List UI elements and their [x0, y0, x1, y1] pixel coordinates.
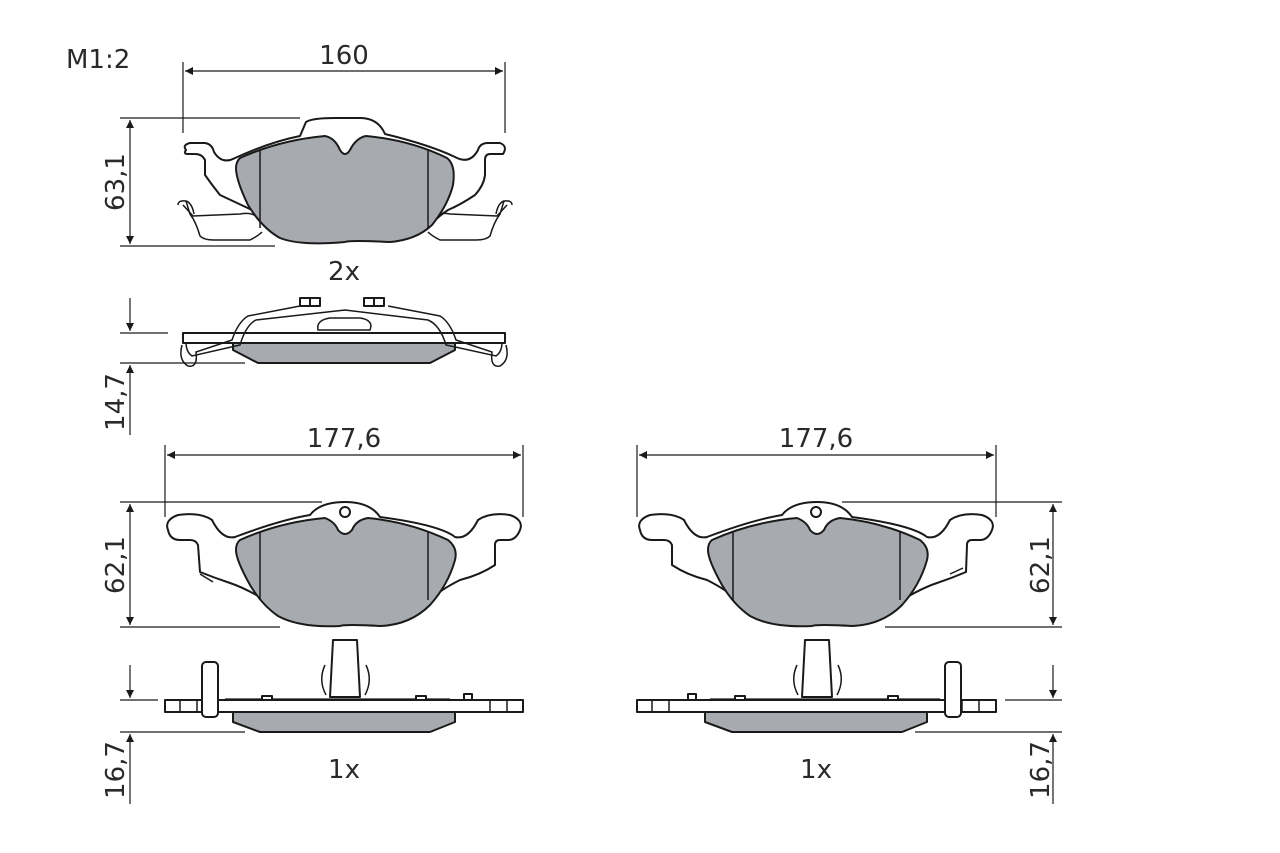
left-quantity-label: 1x: [328, 755, 360, 785]
right-width-label: 177,6: [779, 424, 853, 454]
left-width-label: 177,6: [307, 424, 381, 454]
right-pad-front-view: 177,6 62,1: [636, 424, 1062, 628]
top-width-label: 160: [319, 41, 369, 71]
scale-label: M1:2: [66, 45, 130, 75]
right-quantity-label: 1x: [800, 755, 832, 785]
right-side-thickness-label: 16,7: [1026, 741, 1056, 799]
top-pad-side-view: 14,7: [101, 297, 508, 435]
left-height-label: 62,1: [101, 536, 131, 594]
top-pad-front-view: 160 63,1: [101, 41, 513, 247]
top-quantity-label: 2x: [328, 257, 360, 287]
left-side-thickness-label: 16,7: [101, 741, 131, 799]
left-pad-front-view: 177,6 62,1: [101, 424, 524, 628]
left-pad-side-view: 16,7: [101, 639, 524, 804]
right-height-label: 62,1: [1026, 536, 1056, 594]
top-side-thickness-label: 14,7: [101, 373, 131, 431]
right-pad-side-view: 16,7: [636, 639, 1062, 804]
top-height-label: 63,1: [101, 153, 131, 211]
